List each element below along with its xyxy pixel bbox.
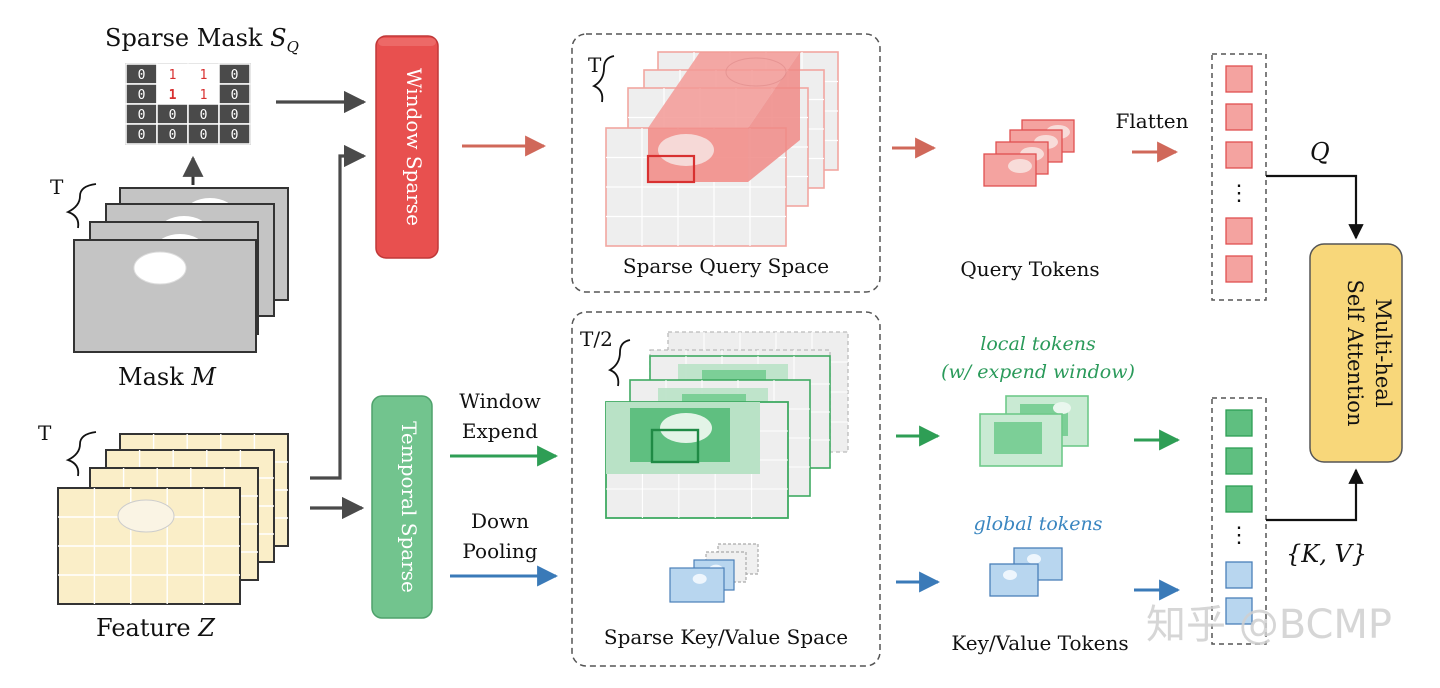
q-token-square xyxy=(1225,141,1253,169)
mask-cell-value: 0 xyxy=(231,68,239,83)
mask-cell-value: 0 xyxy=(138,88,146,103)
mask-cell-value: 0 xyxy=(138,108,146,123)
query-t-brace xyxy=(591,55,615,103)
kv-t-brace xyxy=(607,339,631,387)
sparse-mask-panel: Sparse Mask SQ 0 1 1 0 0 1 1 0 0 0 0 0 0 0 0 0 xyxy=(105,24,299,185)
q-token-square xyxy=(1225,255,1253,283)
local-token-square xyxy=(1225,409,1253,437)
mask-cell-value: 0 xyxy=(169,108,177,123)
global-token-square xyxy=(1225,597,1253,625)
mask-t-brace xyxy=(65,183,97,229)
query-space-caption: Sparse Query Space xyxy=(623,254,829,278)
feature-to-window-arrow xyxy=(310,144,367,480)
mask-cell-value: 0 xyxy=(138,128,146,143)
query-t-label: T xyxy=(588,53,602,77)
q-label: Q xyxy=(1310,138,1330,166)
attention-label-line1: Multi-heal xyxy=(1371,298,1395,407)
query-token xyxy=(983,153,1037,187)
local-token xyxy=(979,413,1063,467)
mask-cell-value: 0 xyxy=(138,68,146,83)
window-expend-line2: Expend xyxy=(462,419,538,443)
feature-stack: T Feature Z xyxy=(38,421,289,642)
self-attention-block: Multi-heal Self Attention xyxy=(1309,243,1403,463)
mask-cell-value: 1 xyxy=(200,88,208,103)
feature-frame xyxy=(57,487,241,605)
local-token-frames xyxy=(979,395,1089,467)
q-token-square xyxy=(1225,65,1253,93)
mask-t-label: T xyxy=(50,175,64,199)
down-pooling-line1: Down xyxy=(471,509,529,533)
kv-label: {K, V} xyxy=(1286,540,1367,568)
mask-cell xyxy=(218,123,251,145)
flatten-label: Flatten xyxy=(1116,109,1189,133)
global-token xyxy=(989,563,1039,597)
kv-t-label: T/2 xyxy=(580,327,613,351)
mask-cell-value: 0 xyxy=(169,128,177,143)
window-sparse-label: Window Sparse xyxy=(402,68,426,226)
local-token-square xyxy=(1225,447,1253,475)
mask-caption: Mask M xyxy=(118,363,217,391)
q-token-square xyxy=(1225,103,1253,131)
mask-cell-value: 0 xyxy=(231,88,239,103)
sparse-mask-grid: 0 1 1 0 0 1 1 0 0 0 0 0 0 0 0 0 xyxy=(125,63,251,145)
feature-t-brace xyxy=(65,431,97,477)
mask-stack: T Mask M xyxy=(50,175,289,391)
mask-cell-value: 1 xyxy=(200,68,208,83)
q-token-square xyxy=(1225,217,1253,245)
local-tokens-line2: (w/ expend window) xyxy=(941,361,1135,383)
kv-space-caption: Sparse Key/Value Space xyxy=(604,625,848,649)
sparse-kv-space: T/2 Sparse Key/Value Space xyxy=(571,311,881,667)
down-pooling-line2: Pooling xyxy=(462,539,537,563)
watermark: 知乎 @BCMP xyxy=(1146,602,1392,648)
mask-cell-value: 0 xyxy=(231,128,239,143)
kv-ellipsis: ⋮ xyxy=(1228,523,1250,548)
q-to-attention-arrow xyxy=(1266,174,1364,240)
sparse-query-space: T Sparse Query Space xyxy=(571,33,881,293)
mask-cell-value: 0 xyxy=(231,108,239,123)
attention-label-line2: Self Attention xyxy=(1343,280,1367,427)
feature-t-label: T xyxy=(38,421,52,445)
mask-cell-value: 1 xyxy=(169,68,177,83)
local-tokens-line1: local tokens xyxy=(980,333,1096,355)
mask-cell-value: 0 xyxy=(200,108,208,123)
mask-cell-value: 1 xyxy=(169,88,177,103)
mask-cell-value: 0 xyxy=(200,128,208,143)
window-sparse-block: Window Sparse xyxy=(375,35,439,259)
kv-to-attention-arrow xyxy=(1266,468,1364,522)
q-ellipsis: ⋮ xyxy=(1228,181,1250,206)
kv-tokens-caption: Key/Value Tokens xyxy=(951,631,1128,655)
feature-caption: Feature Z xyxy=(96,614,216,642)
mask-frame-1 xyxy=(73,239,257,353)
local-token-square xyxy=(1225,485,1253,513)
pooled-frame xyxy=(669,567,725,603)
global-tokens-label: global tokens xyxy=(973,513,1102,535)
query-tokens: Query Tokens Flatten xyxy=(960,109,1188,281)
temporal-sparse-label: Temporal Sparse xyxy=(397,421,421,593)
query-tokens-caption: Query Tokens xyxy=(960,257,1099,281)
query-window-cuboid xyxy=(646,52,800,184)
sparse-mask-title: Sparse Mask SQ xyxy=(105,24,299,56)
window-expend-line1: Window xyxy=(459,389,540,413)
kv-token-column: ⋮ xyxy=(1211,397,1267,645)
kv-front-frame xyxy=(605,401,789,519)
temporal-sparse-block: Temporal Sparse xyxy=(371,395,433,619)
global-token-frames xyxy=(989,547,1063,597)
global-token-square xyxy=(1225,561,1253,589)
q-token-column: ⋮ xyxy=(1211,53,1267,301)
